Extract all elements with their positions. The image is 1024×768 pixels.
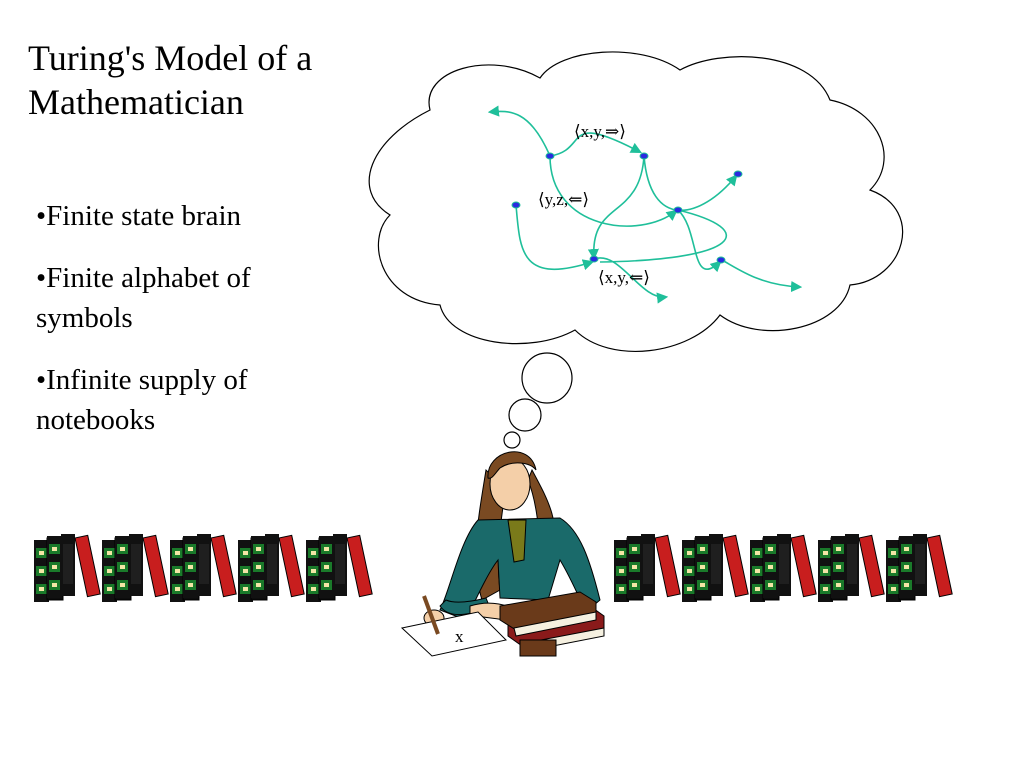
desk-books [499, 591, 605, 657]
book-stack-icon [170, 534, 236, 602]
book-row-left [34, 534, 372, 602]
slide-title: Turing's Model of a Mathematician [28, 38, 313, 122]
state-node [511, 201, 521, 209]
transition-label: ⟨x,y,⇐⟩ [598, 268, 650, 287]
state-node [589, 255, 599, 263]
state-node [545, 152, 555, 160]
book-stack-icon [34, 534, 100, 602]
book-row-right [614, 534, 952, 602]
pencil-icon [422, 595, 440, 635]
thought-cloud [368, 51, 904, 449]
bullet-list: •Finite state brain •Finite alphabet of … [36, 196, 336, 462]
transition-label: ⟨x,y,⇒⟩ [574, 122, 626, 141]
bullet-infinite-notebooks: •Infinite supply of notebooks [36, 364, 248, 436]
book-stack-icon [614, 534, 680, 602]
paper-symbol: x [455, 627, 464, 646]
book-stack-icon [306, 534, 372, 602]
state-node [716, 256, 726, 264]
transition-label: ⟨y,z,⇐⟩ [538, 190, 589, 209]
state-transitions [487, 105, 803, 304]
state-node [639, 152, 649, 160]
state-nodes [511, 152, 743, 264]
paper-sheet: x [400, 611, 508, 657]
book-stack-icon [818, 534, 884, 602]
book-stack-icon [886, 534, 952, 602]
book-stack-icon [682, 534, 748, 602]
state-node [733, 170, 743, 178]
mathematician-figure [423, 451, 601, 627]
bullet-finite-alphabet: •Finite alphabet of symbols [36, 262, 251, 334]
state-node [673, 206, 683, 214]
book-stack-icon [238, 534, 304, 602]
book-stack-icon [102, 534, 168, 602]
book-stack-icon [750, 534, 816, 602]
bullet-finite-state-brain: •Finite state brain [36, 200, 242, 232]
